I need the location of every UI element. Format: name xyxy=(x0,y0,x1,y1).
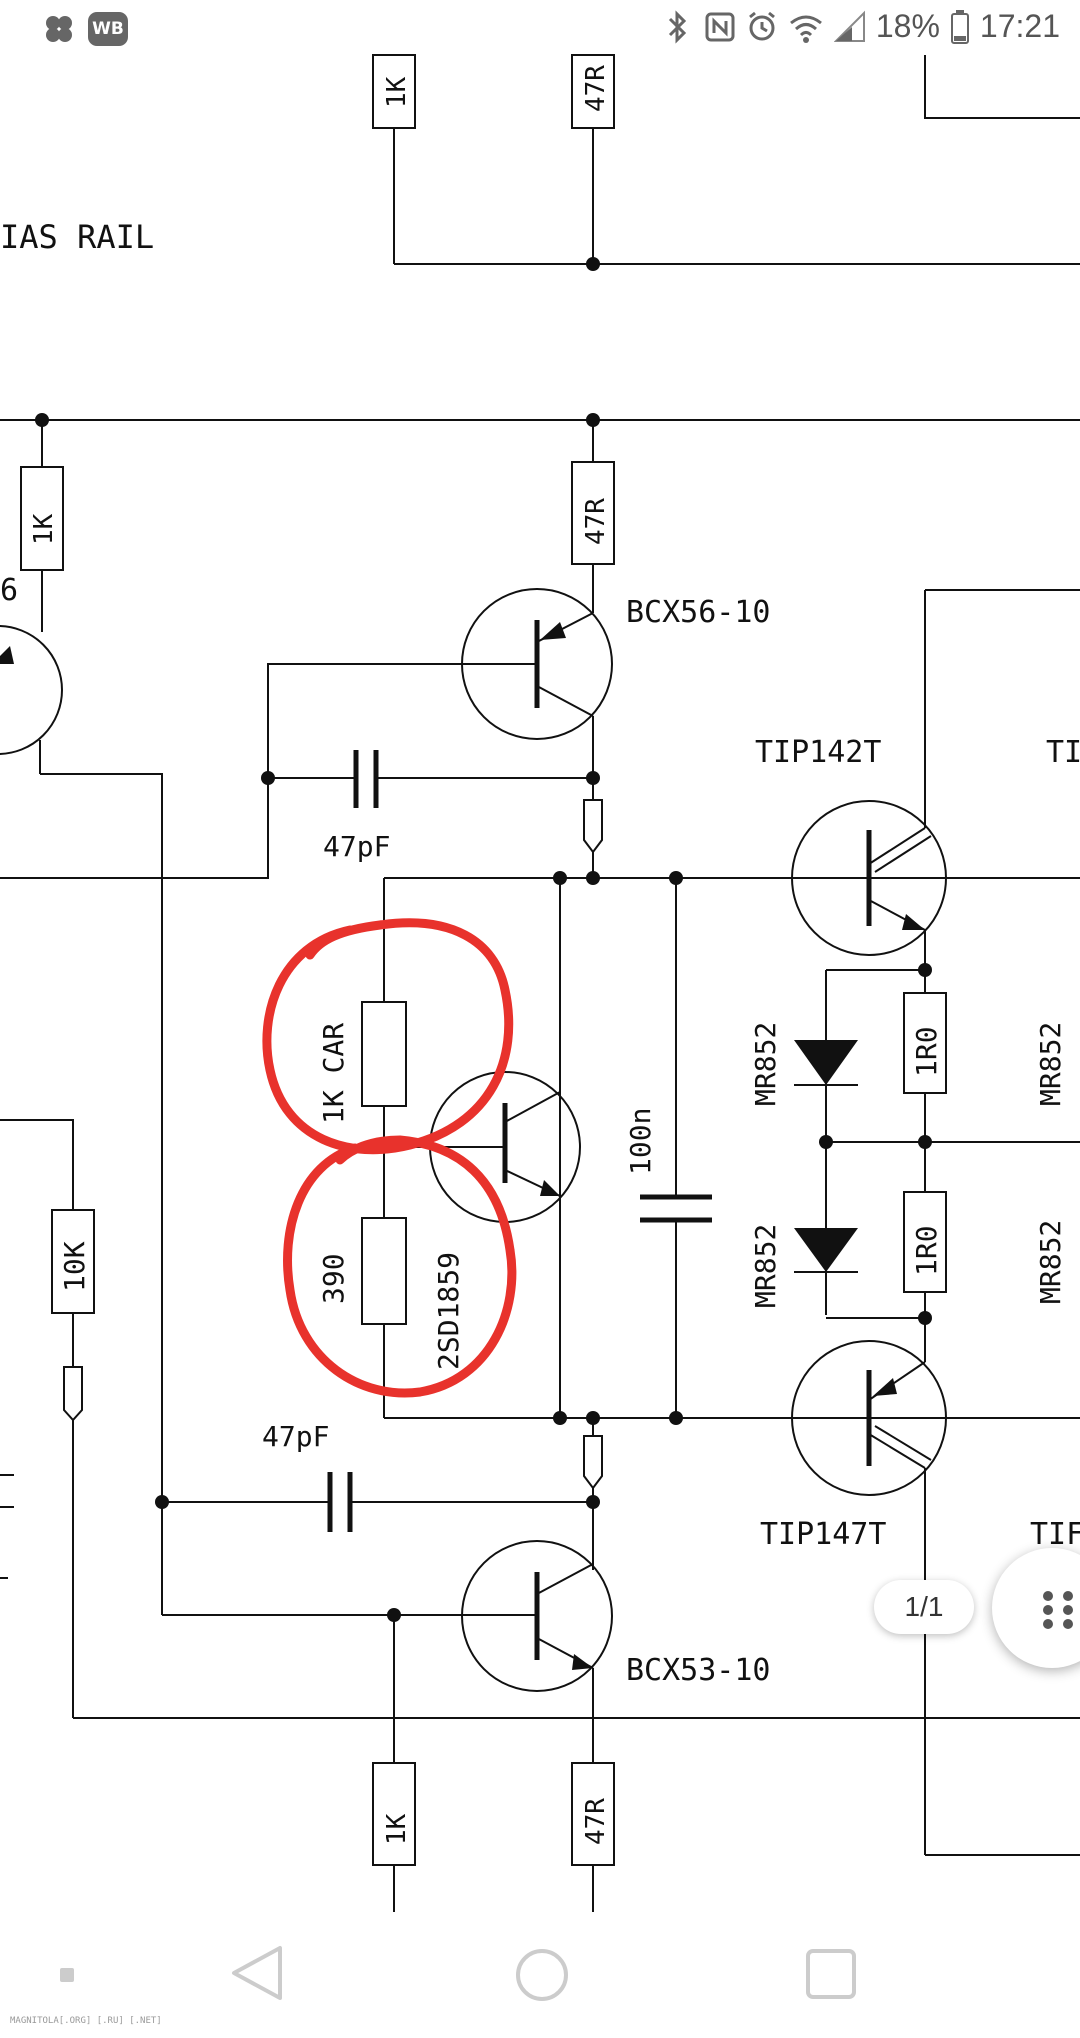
r-1k-car-label: 1K CAR xyxy=(317,1023,350,1124)
navigation-bar xyxy=(0,1940,1080,2034)
overview-icon xyxy=(806,1949,856,1999)
tip147-label-2: TIF xyxy=(1030,1517,1080,1552)
home-icon xyxy=(516,1949,568,2001)
signal-icon xyxy=(833,10,865,42)
grid-menu-button[interactable] xyxy=(992,1548,1080,1668)
r-mid-47r-label: 47R xyxy=(581,498,611,545)
mr852-label-2: MR852 xyxy=(749,1224,782,1308)
grid-dots-icon xyxy=(1043,1591,1073,1629)
alarm-icon xyxy=(748,11,775,40)
cap-bottom-label: 47pF xyxy=(262,1420,329,1453)
watermark: MAGNITOLA[.ORG] [.RU] [.NET] xyxy=(10,2016,162,2026)
annotation-circle-upper xyxy=(262,918,514,1155)
cap-100n-label: 100n xyxy=(624,1108,657,1175)
wifi-icon xyxy=(789,15,822,43)
r-bot-47r-label: 47R xyxy=(581,1798,611,1845)
wb-app-icon: WB xyxy=(88,12,128,46)
r-top-1k-label: 1K xyxy=(382,76,412,108)
bluetooth-icon xyxy=(668,9,686,44)
r-390-label: 390 xyxy=(317,1253,350,1304)
back-icon xyxy=(232,1946,282,2000)
left-partial-label: 6 xyxy=(0,573,18,608)
r-left-1k-label: 1K xyxy=(29,513,59,545)
bias-rail-label: IAS RAIL xyxy=(0,218,154,256)
annotation-circle-lower xyxy=(283,1135,517,1398)
recents-dot-icon xyxy=(60,1968,74,1982)
r-1r0-label-2: 1R0 xyxy=(910,1225,943,1276)
r-top-47r-label: 47R xyxy=(581,65,611,112)
bcx53-label: BCX53-10 xyxy=(626,1653,771,1688)
battery-icon xyxy=(950,9,969,44)
bcx56-label: BCX56-10 xyxy=(626,595,771,630)
battery-percent: 18% xyxy=(875,8,940,44)
clock-time: 17:21 xyxy=(979,8,1060,44)
flower-app-icon xyxy=(46,16,72,42)
page-indicator: 1/1 xyxy=(874,1580,974,1634)
r-bot-1k-label: 1K xyxy=(382,1813,412,1845)
back-button[interactable] xyxy=(232,1946,282,2000)
mr852-label-3: MR852 xyxy=(1034,1022,1067,1106)
q-2sd1859-label: 2SD1859 xyxy=(432,1252,465,1370)
mr852-label-1: MR852 xyxy=(749,1022,782,1106)
nfc-icon xyxy=(705,12,735,41)
mr852-label-4: MR852 xyxy=(1034,1220,1067,1304)
r-1r0-label-1: 1R0 xyxy=(910,1026,943,1077)
tip142-label-1: TIP142T xyxy=(755,735,881,770)
status-bar: WB 18% 17:21 xyxy=(0,0,1080,60)
home-button[interactable] xyxy=(516,1949,568,2001)
cap-top-label: 47pF xyxy=(323,830,390,863)
tip147-label-1: TIP147T xyxy=(760,1517,886,1552)
r-10k-label: 10K xyxy=(58,1241,91,1292)
tip142-label-2: TI xyxy=(1046,735,1080,770)
overview-button[interactable] xyxy=(806,1949,856,1999)
